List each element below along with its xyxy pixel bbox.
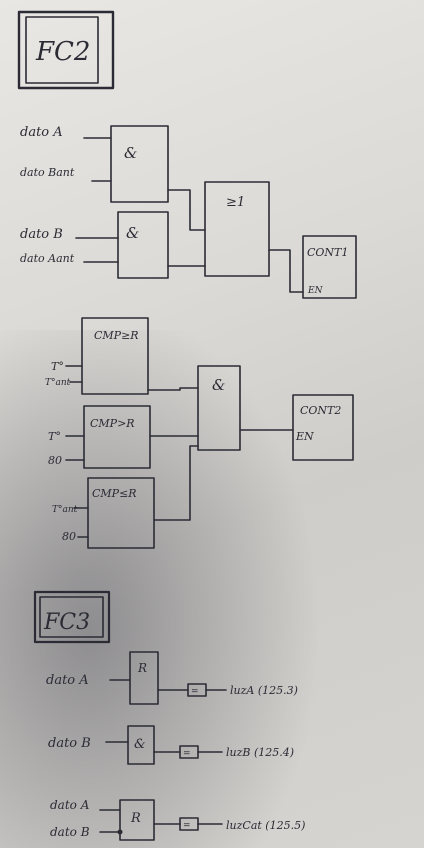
fc2-title: FC2 bbox=[35, 37, 90, 67]
cmp1-input-tant: T°ant bbox=[45, 378, 71, 388]
or-gate-label: ≥1 bbox=[226, 195, 245, 210]
cmp3-input-tant: T°ant bbox=[52, 505, 78, 515]
cmp-gate-1-label: CMP≥R bbox=[94, 329, 139, 342]
rung2-gate-label: & bbox=[134, 737, 146, 752]
fc3-title-box: FC3 bbox=[33, 590, 111, 644]
and-gate-3 bbox=[197, 365, 241, 451]
cont2-label: CONT2 bbox=[300, 404, 341, 417]
or-gate bbox=[204, 181, 270, 277]
rung3-gate bbox=[119, 799, 155, 841]
rung2-coil-label: = bbox=[183, 749, 191, 759]
cmp-gate-2 bbox=[83, 405, 151, 469]
fc2-network-1: dato A dato Bant dato B dato Aant & & ≥1… bbox=[20, 125, 357, 299]
cmp-gate-3 bbox=[87, 477, 155, 549]
fc2-network-2: CMP≥R T° T°ant CMP>R T° 80 CMP≤R T°ant 8… bbox=[45, 317, 354, 549]
rung1-gate-label: R bbox=[137, 661, 147, 675]
cmp-gate-3-label: CMP≤R bbox=[92, 487, 137, 500]
input-dato-bant: dato Bant bbox=[20, 166, 75, 179]
cmp2-input-t: T° bbox=[48, 430, 61, 443]
rung2-input-dato-b: dato B bbox=[48, 736, 91, 751]
cmp-gate-2-label: CMP>R bbox=[90, 417, 135, 430]
fc3-rung-1: dato A R = luzA (125.3) bbox=[46, 651, 298, 705]
and-gate-1-label: & bbox=[124, 144, 137, 162]
rung2-gate bbox=[127, 725, 155, 765]
cmp3-input-80: 80 bbox=[62, 530, 76, 543]
rung3-gate-label: R bbox=[130, 811, 141, 826]
input-dato-a: dato A bbox=[20, 125, 63, 140]
cont1-label: CONT1 bbox=[307, 246, 348, 259]
rung3-coil-label: = bbox=[183, 821, 191, 831]
cont2-block bbox=[292, 394, 354, 461]
cont1-block bbox=[302, 235, 357, 299]
cmp-gate-1 bbox=[81, 317, 149, 395]
input-dato-b: dato B bbox=[20, 227, 63, 242]
and-gate-2-label: & bbox=[126, 224, 139, 242]
rung3-input-dato-b: dato B bbox=[50, 825, 90, 839]
cont2-en-pin: EN bbox=[295, 430, 314, 443]
cmp2-input-80: 80 bbox=[48, 454, 62, 467]
rung3-output-luzcat: luzCat (125.5) bbox=[226, 819, 305, 832]
and-gate-2 bbox=[117, 211, 169, 279]
fc3-rung-2: dato B & = luzB (125.4) bbox=[48, 725, 294, 765]
rung1-output-luza: luzA (125.3) bbox=[230, 684, 298, 697]
cmp1-input-t: T° bbox=[51, 360, 64, 373]
and-gate-3-label: & bbox=[212, 376, 225, 394]
rung2-output-luzb: luzB (125.4) bbox=[226, 746, 294, 759]
rung1-gate bbox=[129, 651, 159, 705]
input-dato-aant: dato Aant bbox=[20, 252, 75, 265]
rung3-input-dato-a: dato A bbox=[50, 798, 90, 812]
fc3-rung-3: dato A dato B R = luzCat (125.5) bbox=[50, 798, 305, 841]
fc3-title: FC3 bbox=[43, 610, 90, 635]
and-gate-1 bbox=[110, 125, 169, 203]
fc2-title-box: FC2 bbox=[17, 10, 115, 90]
rung1-coil-label: = bbox=[191, 687, 199, 697]
cont1-en-pin: EN bbox=[307, 286, 324, 296]
rung1-input-dato-a: dato A bbox=[46, 673, 89, 688]
